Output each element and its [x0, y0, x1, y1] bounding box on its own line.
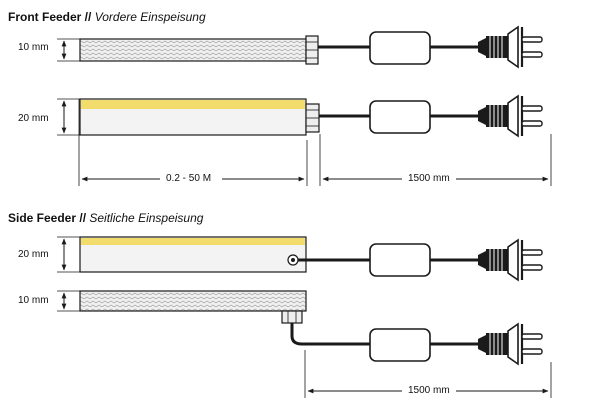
side-10mm-strip [79, 290, 544, 366]
front-feeder-title: Front Feeder // Vordere Einspeisung [8, 10, 206, 24]
front-length-dimension [78, 99, 308, 186]
front-length-label: 0.2 - 50 M [164, 173, 214, 184]
side-10mm-dimension [57, 290, 80, 312]
front-height-20mm-label: 20 mm [16, 113, 51, 124]
side-20mm-plug-icon [476, 238, 544, 282]
front-10mm-dimension [57, 38, 80, 62]
front-height-10mm-label: 10 mm [16, 42, 51, 53]
side-20mm-dimension [57, 236, 80, 273]
side-cable-dimension [304, 350, 552, 398]
side-height-10mm-label: 10 mm [16, 295, 51, 306]
front-cable-dimension [319, 134, 552, 186]
side-10mm-plug-icon [476, 322, 544, 366]
front-10mm-plug-icon [476, 25, 544, 69]
side-height-20mm-label: 20 mm [16, 249, 51, 260]
side-20mm-strip [79, 236, 544, 282]
front-10mm-strip [79, 25, 544, 69]
front-20mm-dimension [57, 98, 80, 136]
side-cable-length-label: 1500 mm [406, 385, 452, 396]
front-feeder-title-bold: Front Feeder // [8, 10, 92, 24]
side-feeder-title-bold: Side Feeder // [8, 211, 87, 225]
front-20mm-strip [79, 94, 544, 138]
front-20mm-plug-icon [476, 94, 544, 138]
side-feeder-title-italic: Seitliche Einspeisung [89, 211, 204, 225]
side-feeder-title: Side Feeder // Seitliche Einspeisung [8, 211, 203, 225]
front-cable-length-label: 1500 mm [406, 173, 452, 184]
front-feeder-title-italic: Vordere Einspeisung [94, 10, 206, 24]
